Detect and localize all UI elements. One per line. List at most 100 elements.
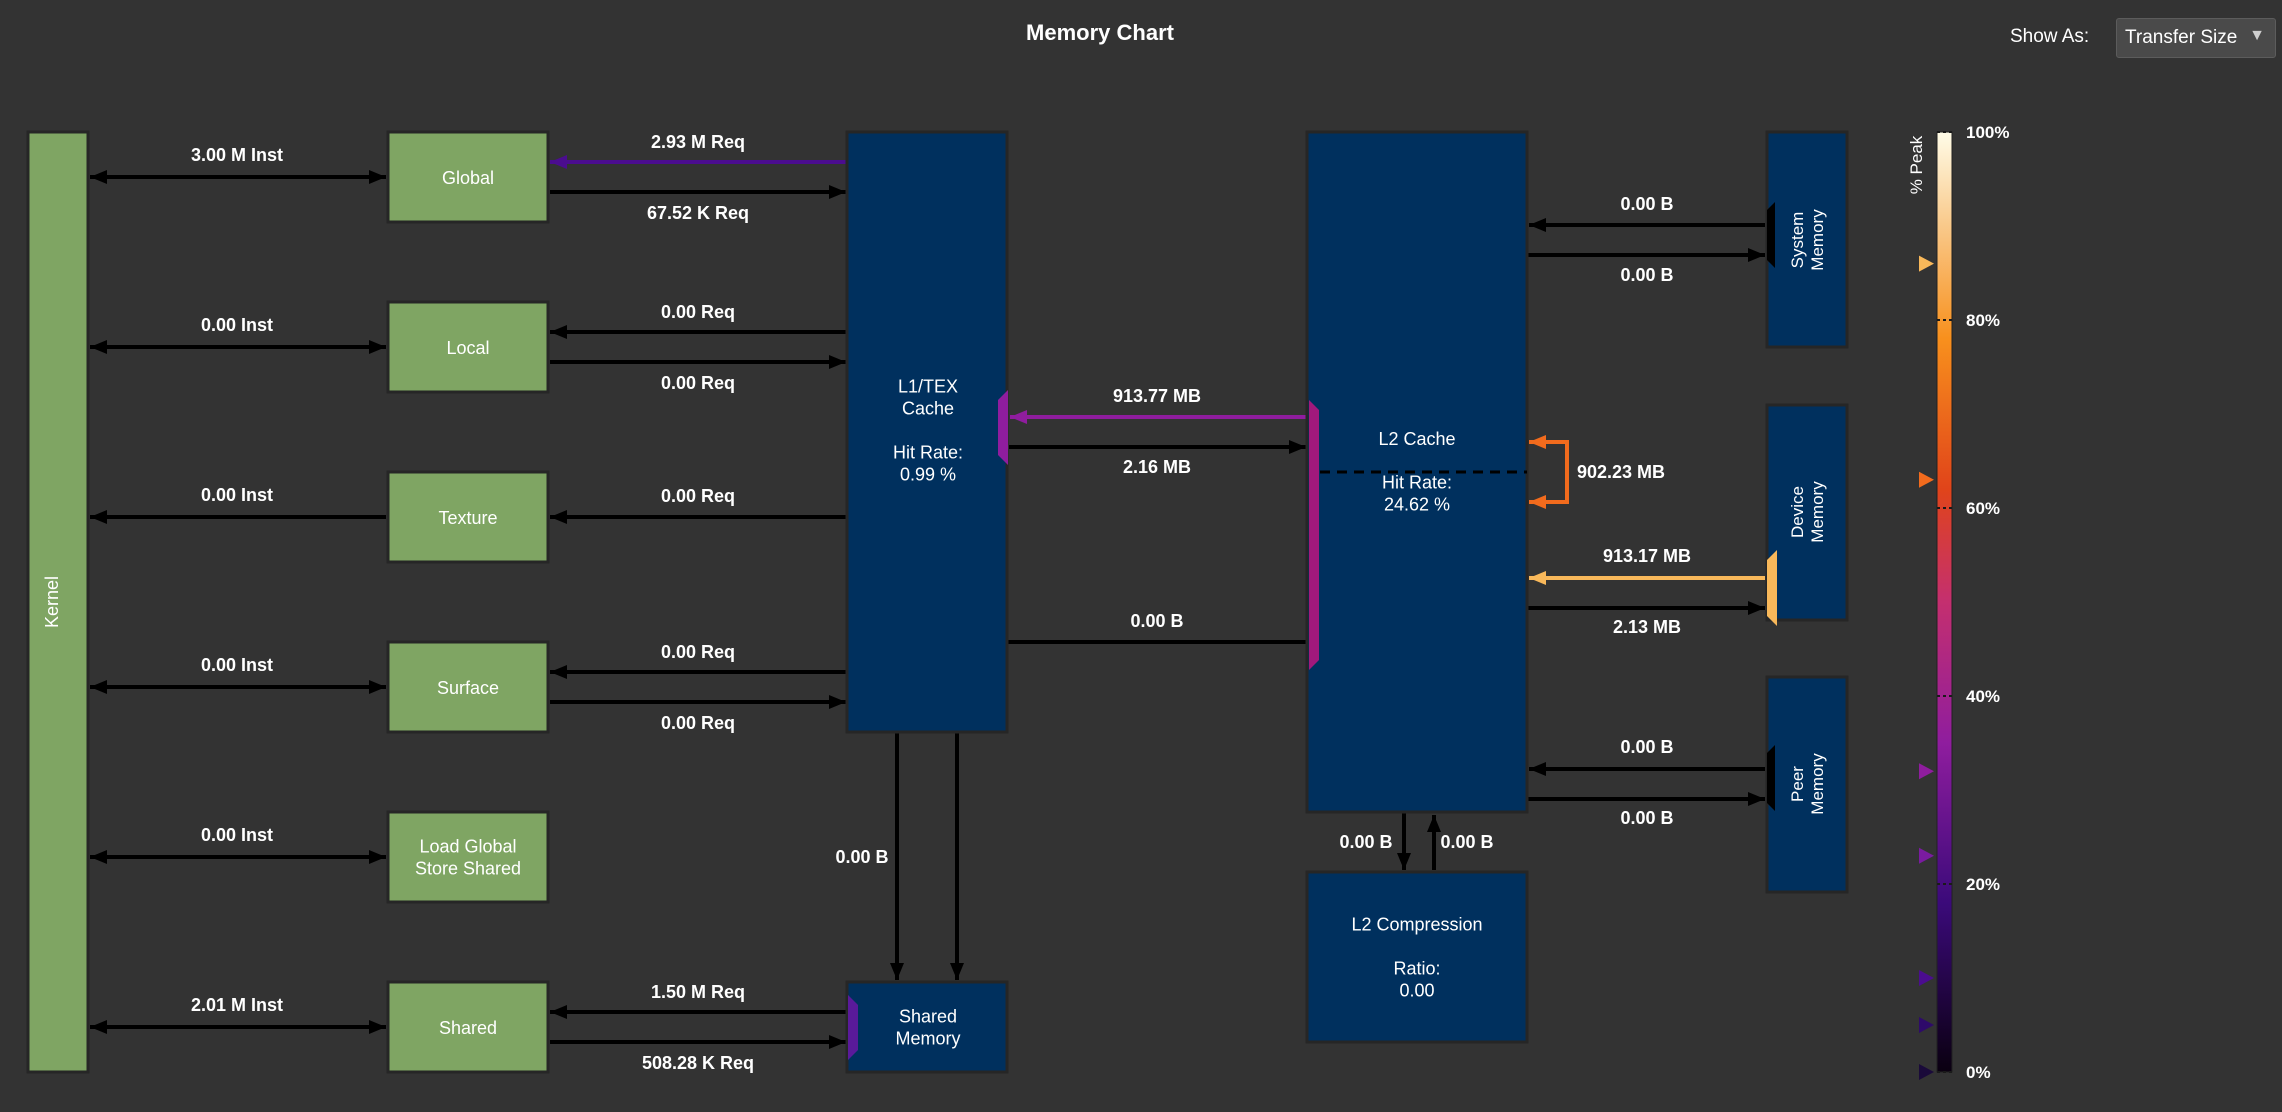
- l2-self-label: 902.23 MB: [1577, 462, 1665, 482]
- l1-cache-label-line: L1/TEX: [898, 376, 958, 396]
- l1-to-local-arrow-head: [550, 325, 567, 339]
- kernel-node[interactable]: [26, 130, 90, 1074]
- l2-port: [1309, 400, 1319, 670]
- kernel-local-arrow-head: [369, 340, 386, 354]
- show-as-label: Show As:: [2010, 26, 2090, 47]
- kernel-local-label: 0.00 Inst: [201, 315, 273, 335]
- kernel-texture-arrow-head: [90, 510, 107, 524]
- dev-to-l2-arrow-head: [1529, 571, 1546, 585]
- l1-port: [998, 390, 1008, 465]
- kernel-local-arrow-head: [90, 340, 107, 354]
- surface-out-label: 0.00 Req: [661, 713, 735, 733]
- legend-marker: [1919, 763, 1934, 780]
- l2-to-sys-label: 0.00 B: [1620, 265, 1673, 285]
- device-memory-label-line: Device: [1788, 486, 1807, 538]
- l2-compression-label-line: 0.00: [1399, 980, 1434, 1000]
- kernel-surface-arrow-head: [90, 680, 107, 694]
- shared-mem-to-shared-arrow-head: [550, 1005, 567, 1019]
- l2-to-dev-label: 2.13 MB: [1613, 617, 1681, 637]
- legend-tick-label: 40%: [1966, 687, 2000, 706]
- local-out-label: 0.00 Req: [661, 373, 735, 393]
- shared-memory-label-line: Shared: [899, 1006, 957, 1026]
- kernel-label: Kernel: [42, 576, 62, 628]
- show-as-dropdown[interactable]: Transfer Size ▼: [2116, 18, 2276, 58]
- local-label: Local: [446, 338, 489, 358]
- legend-marker: [1919, 970, 1934, 986]
- surface-node[interactable]: [386, 640, 550, 734]
- legend-marker: [1919, 1017, 1934, 1033]
- global-to-l1-label: 67.52 K Req: [647, 203, 749, 223]
- device-memory-node[interactable]: [1765, 403, 1849, 622]
- kernel-surface-label: 0.00 Inst: [201, 655, 273, 675]
- l2-hit-label: Hit Rate:24.62 %: [1382, 472, 1452, 514]
- legend-tick-label: 20%: [1966, 875, 2000, 894]
- legend-tick-label: 0%: [1966, 1063, 1991, 1082]
- legend-marker: [1919, 847, 1934, 864]
- legend-marker: [1919, 1064, 1934, 1080]
- system-memory-label-line: System: [1788, 212, 1807, 269]
- peer-memory-label: PeerMemory: [1788, 753, 1827, 815]
- l2-self-loop-arrow: [1529, 440, 1569, 504]
- l1-cache-label-line: Cache: [902, 398, 954, 418]
- legend-tick-label: 100%: [1966, 123, 2009, 142]
- dev-to-l2-label: 913.17 MB: [1603, 546, 1691, 566]
- peer-to-l2-label: 0.00 B: [1620, 737, 1673, 757]
- legend-marker: [1919, 471, 1934, 488]
- system-memory-label-line: Memory: [1808, 209, 1827, 271]
- lgss-label-line: Store Shared: [415, 858, 521, 878]
- kernel-lgss-label: 0.00 Inst: [201, 825, 273, 845]
- peer-to-l2-arrow-head: [1529, 762, 1546, 776]
- l2-comp-up-label: 0.00 B: [1440, 832, 1493, 852]
- chevron-down-icon: ▼: [2249, 27, 2265, 44]
- local-node[interactable]: [386, 300, 550, 394]
- device-port: [1767, 550, 1777, 626]
- shared-memory-node[interactable]: [845, 980, 1009, 1074]
- kernel-lgss-arrow-head: [369, 850, 386, 864]
- system-port: [1767, 202, 1775, 268]
- l2-to-dev-arrow-head: [1748, 601, 1765, 615]
- lgss-node[interactable]: [386, 810, 550, 904]
- kernel-global-arrow-head: [90, 170, 107, 184]
- texture-node[interactable]: [386, 470, 550, 564]
- sys-to-l2-label: 0.00 B: [1620, 194, 1673, 214]
- l1-to-texture-arrow-head: [550, 510, 567, 524]
- kernel-lgss-arrow-head: [90, 850, 107, 864]
- global-node[interactable]: [386, 130, 550, 224]
- kernel-global-label: 3.00 M Inst: [191, 145, 283, 165]
- kernel-shared-arrow-head: [369, 1020, 386, 1034]
- l2-to-shared-mem-arrow: [955, 640, 1309, 980]
- l1-shared-mem-label: 0.00 B: [835, 847, 888, 867]
- shared-to-shared-mem-arrow-head: [829, 1035, 846, 1049]
- kernel-texture-label: 0.00 Inst: [201, 485, 273, 505]
- l2-to-peer-arrow-head: [1748, 792, 1765, 806]
- l2-to-l1-arrow-head: [1010, 410, 1027, 424]
- shared-memory-label-line: Memory: [895, 1028, 960, 1048]
- comp-to-l2-arrow-head: [1427, 815, 1441, 832]
- l2-hit-label-line: 24.62 %: [1384, 494, 1450, 514]
- peer-memory-label-line: Peer: [1788, 766, 1807, 802]
- shared-node[interactable]: [386, 980, 550, 1074]
- shared-out-label: 508.28 K Req: [642, 1053, 754, 1073]
- surface-in-label: 0.00 Req: [661, 642, 735, 662]
- peer-memory-node[interactable]: [1765, 675, 1849, 894]
- shared-mem-port: [848, 995, 858, 1060]
- l1-cache-label-line: 0.99 %: [900, 464, 956, 484]
- system-memory-node[interactable]: [1765, 130, 1849, 349]
- legend-title: % Peak: [1907, 135, 1926, 194]
- surface-to-l1-arrow-head: [829, 695, 846, 709]
- l2-to-shared-mem-arrow-head: [950, 963, 964, 980]
- legend-tick-label: 80%: [1966, 311, 2000, 330]
- global-to-l1-arrow-head: [829, 185, 846, 199]
- sys-to-l2-arrow-head: [1529, 218, 1546, 232]
- l2-compression-node[interactable]: [1305, 870, 1529, 1044]
- device-memory-label: DeviceMemory: [1788, 481, 1827, 543]
- peer-memory-label-line: Memory: [1808, 753, 1827, 815]
- l1-to-global-arrow-head: [550, 155, 567, 169]
- l1-cache-node[interactable]: [845, 130, 1009, 734]
- device-memory-label-line: Memory: [1808, 481, 1827, 543]
- kernel-shared-label: 2.01 M Inst: [191, 995, 283, 1015]
